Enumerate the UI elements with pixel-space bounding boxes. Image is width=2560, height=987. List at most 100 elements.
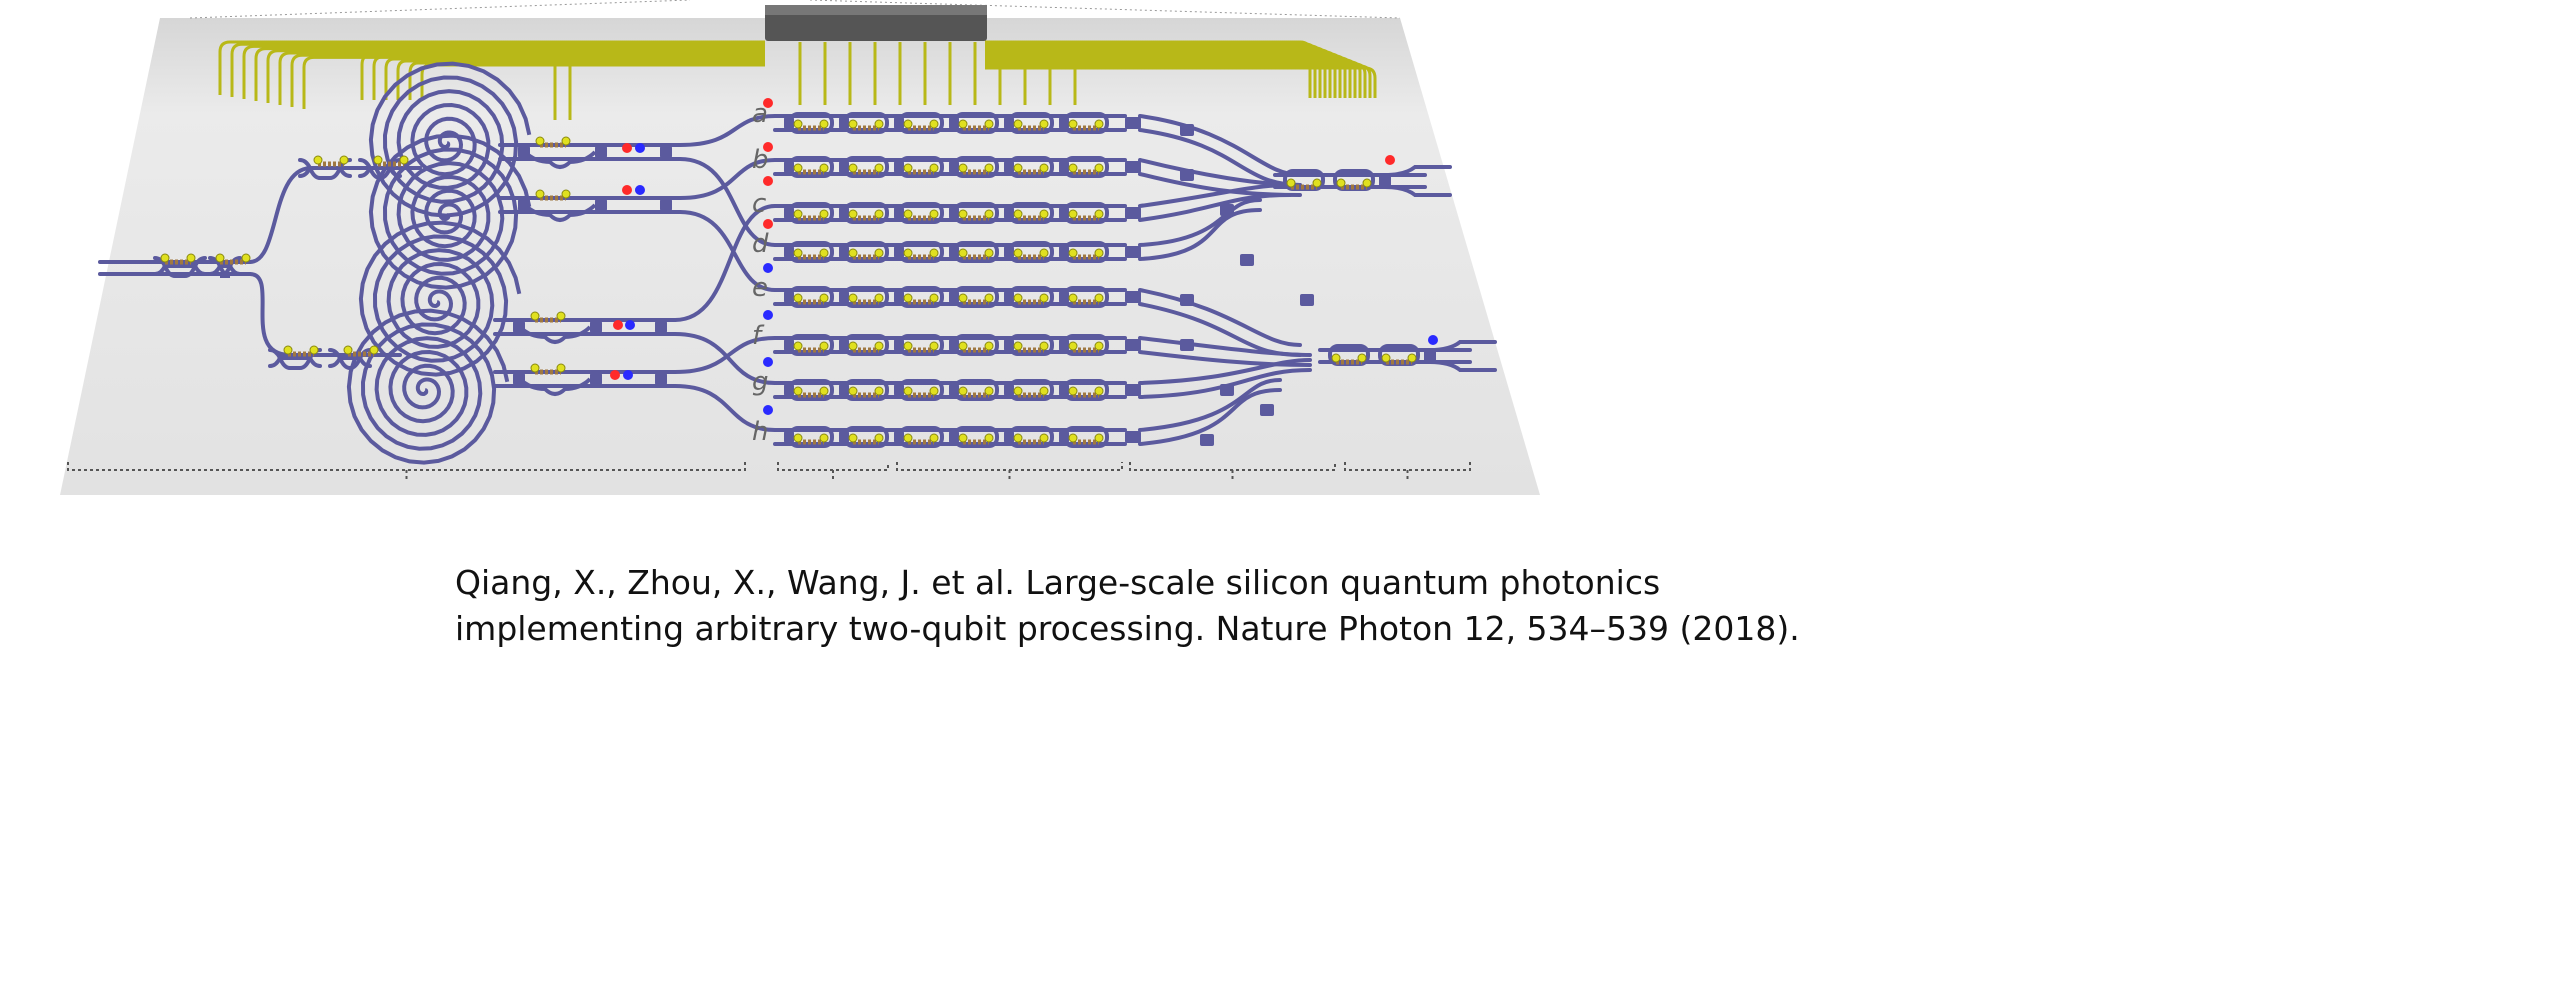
heater-pad <box>1013 119 1023 129</box>
mzi-arm <box>523 203 597 222</box>
directional-coupler <box>1125 384 1141 396</box>
directional-coupler <box>1059 161 1069 173</box>
heater-pad <box>848 248 858 258</box>
heater-pad <box>1381 353 1391 363</box>
directional-coupler <box>1059 431 1069 443</box>
directional-coupler <box>1180 294 1194 306</box>
directional-coupler <box>949 384 959 396</box>
heater-pad <box>1094 341 1104 351</box>
electrode-wire <box>242 44 765 99</box>
heater-pad <box>339 155 349 165</box>
directional-coupler <box>655 321 667 333</box>
heater-pad <box>984 209 994 219</box>
photon-red <box>610 370 620 380</box>
heater-pad <box>819 248 829 258</box>
heater-pad <box>1068 209 1078 219</box>
directional-coupler <box>1125 207 1141 219</box>
heater-pad <box>874 386 884 396</box>
heater-pad <box>535 136 545 146</box>
heater-pad <box>1094 119 1104 129</box>
heater-pad <box>793 433 803 443</box>
heater-pad <box>1013 433 1023 443</box>
section-brackets <box>67 462 1471 480</box>
heater-pad <box>241 253 251 263</box>
directional-coupler <box>1004 339 1014 351</box>
mode-label-d: d <box>752 229 769 259</box>
directional-coupler <box>660 146 672 158</box>
waveguide <box>1138 288 1302 347</box>
heater-pad <box>929 163 939 173</box>
heater-pad <box>1357 353 1367 363</box>
mode-label-e: e <box>752 273 768 303</box>
heater-pad <box>793 386 803 396</box>
photon-blue <box>635 143 645 153</box>
heater-pad <box>958 341 968 351</box>
directional-coupler <box>784 161 794 173</box>
electrode-wire <box>360 53 765 100</box>
photonic-chip-diagram: a b c d e f g h <box>60 0 1540 495</box>
heater-pad <box>1039 248 1049 258</box>
directional-coupler <box>1260 404 1274 416</box>
directional-coupler <box>1300 294 1314 306</box>
heater-pad <box>1039 293 1049 303</box>
heater-pad <box>984 248 994 258</box>
heater-pad <box>929 341 939 351</box>
photon-blue <box>763 263 773 273</box>
heater-pad <box>984 119 994 129</box>
heater-pad <box>958 386 968 396</box>
directional-coupler <box>1125 291 1141 303</box>
directional-coupler <box>1125 246 1141 258</box>
citation: Qiang, X., Zhou, X., Wang, J. et al. Lar… <box>455 560 1800 652</box>
heater-pad <box>1013 209 1023 219</box>
heater-pad <box>984 386 994 396</box>
heater-pad <box>1013 386 1023 396</box>
heater-pad <box>1068 119 1078 129</box>
waveguide <box>1138 378 1282 432</box>
directional-coupler <box>1379 175 1391 187</box>
heater-pad <box>874 163 884 173</box>
directional-coupler <box>1424 350 1436 362</box>
electrode-wire <box>254 47 765 101</box>
heater-pad <box>958 163 968 173</box>
waveguide <box>678 157 777 247</box>
spiral <box>368 133 532 290</box>
electrode-wire <box>266 49 765 103</box>
directional-coupler <box>518 146 530 158</box>
chip-outline-right <box>809 0 1401 19</box>
directional-coupler <box>784 384 794 396</box>
directional-coupler <box>1125 431 1141 443</box>
directional-coupler <box>894 339 904 351</box>
heater-pad <box>984 341 994 351</box>
directional-coupler <box>1004 291 1014 303</box>
heater-pad <box>399 155 409 165</box>
heater-pad <box>929 119 939 129</box>
heater-pad <box>1039 163 1049 173</box>
heater-pad <box>929 293 939 303</box>
directional-coupler <box>1059 291 1069 303</box>
directional-coupler <box>949 207 959 219</box>
spiral-delay-lines <box>346 61 532 465</box>
heater-pad <box>283 345 293 355</box>
heater-pad <box>848 386 858 396</box>
directional-coupler <box>949 291 959 303</box>
photon-red <box>622 143 632 153</box>
waveguide <box>1138 368 1312 399</box>
electrode-wire <box>290 53 765 107</box>
photon-markers <box>610 98 1438 415</box>
heater-pad <box>958 248 968 258</box>
waveguide <box>1428 360 1497 372</box>
heater-pad <box>848 209 858 219</box>
mzi-arm <box>518 325 592 344</box>
chip-outline-left <box>189 0 691 19</box>
mode-label-a: a <box>752 99 768 129</box>
heater-pad <box>874 341 884 351</box>
heater-pad <box>903 341 913 351</box>
heater-pad <box>373 155 383 165</box>
heater-pad <box>1013 163 1023 173</box>
photon-blue <box>763 405 773 415</box>
heater-pad <box>215 253 225 263</box>
waveguide <box>673 336 777 374</box>
section-bracket <box>67 462 746 480</box>
directional-coupler <box>595 199 607 211</box>
mode-label-g: g <box>752 367 769 397</box>
